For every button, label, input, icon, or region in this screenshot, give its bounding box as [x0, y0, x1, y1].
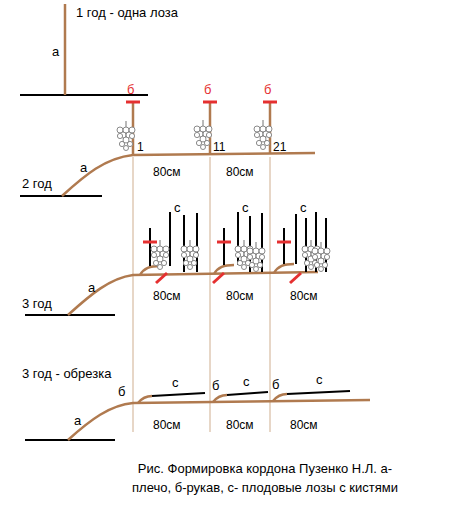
row-title: 3 год - обрезка — [22, 366, 111, 381]
part-letter: б — [272, 377, 279, 392]
callout-number: 1 — [137, 140, 144, 155]
figure-caption: Рис. Формировка кордона Пузенко Н.Л. а-п… — [120, 459, 410, 497]
dimension: 80см — [226, 418, 254, 433]
part-letter: с — [172, 375, 179, 390]
vine-trunk — [64, 4, 67, 95]
dimension: 80см — [226, 289, 254, 304]
cordon-arm — [68, 264, 318, 315]
row-title: 1 год - одна лоза — [76, 5, 178, 20]
part-letter: с — [243, 374, 250, 389]
row-title: 3 год — [22, 296, 52, 311]
dimension: 80см — [153, 165, 181, 180]
dimension: 80см — [153, 418, 181, 433]
dimension: 80см — [226, 165, 254, 180]
dimension: 80см — [290, 289, 318, 304]
part-letter: а — [52, 44, 59, 59]
part-letter: с — [316, 372, 323, 387]
part-letter: б — [204, 82, 211, 97]
part-letter: б — [127, 82, 134, 97]
part-letter: б — [264, 82, 271, 97]
callout-number: 21 — [273, 140, 286, 155]
callout-number: 11 — [213, 140, 225, 155]
part-letter: с — [300, 200, 307, 215]
part-letter: а — [80, 160, 87, 175]
fruit-cane — [152, 391, 350, 396]
prune-mark — [126, 101, 277, 104]
part-letter: а — [88, 280, 95, 295]
part-letter: б — [212, 378, 219, 393]
part-letter: б — [118, 384, 125, 399]
part-letter: с — [242, 200, 249, 215]
cordon-arm — [62, 102, 315, 196]
fruit-cane — [150, 212, 326, 272]
part-letter: с — [174, 200, 181, 215]
dimension: 80см — [290, 418, 318, 433]
cordon-arm — [68, 394, 370, 440]
ground-line — [20, 95, 148, 440]
guide-line — [133, 157, 270, 432]
part-letter: а — [74, 413, 81, 428]
row-title: 2 год — [22, 176, 52, 191]
dimension: 80см — [153, 289, 181, 304]
